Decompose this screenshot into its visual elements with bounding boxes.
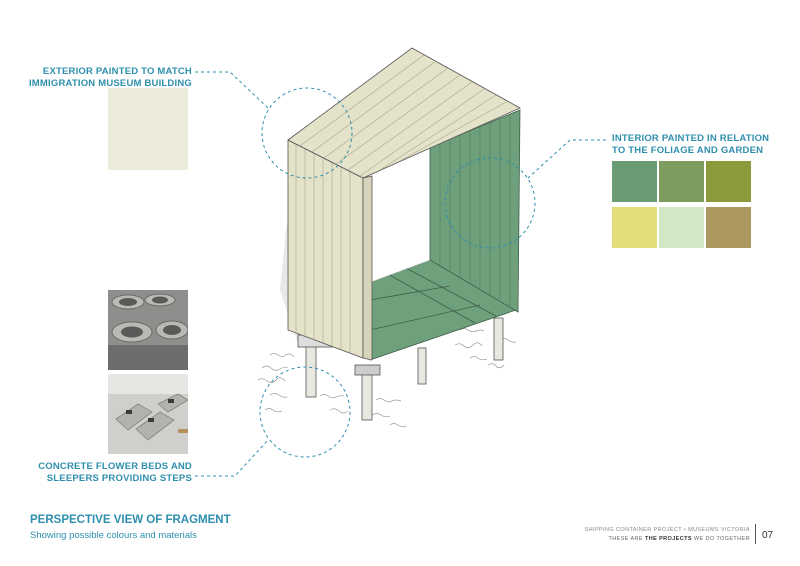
- exterior-label-line2: IMMIGRATION MUSEUM BUILDING: [28, 77, 192, 89]
- interior-color-swatch: [706, 207, 751, 248]
- interior-color-swatch: [659, 161, 704, 202]
- corner-post: [362, 175, 373, 361]
- tagline-suffix: WE DO TOGETHER: [693, 536, 750, 542]
- tagline-bold: THE PROJECTS: [644, 536, 692, 542]
- tagline-prefix: THESE ARE: [608, 536, 644, 542]
- page-subtitle: Showing possible colours and materials: [30, 530, 197, 541]
- interior-color-swatch: [612, 161, 657, 202]
- concrete-sleepers-photo: [108, 374, 188, 454]
- exterior-color-swatch: [108, 88, 188, 170]
- interior-color-swatch: [706, 161, 751, 202]
- callout-leaders: [195, 71, 606, 477]
- concrete-label-line1: CONCRETE FLOWER BEDS AND: [38, 461, 192, 472]
- concrete-label: CONCRETE FLOWER BEDS AND SLEEPERS PROVID…: [20, 461, 192, 484]
- footer-divider: [755, 524, 756, 544]
- tagline: THESE ARE THE PROJECTS WE DO TOGETHER: [609, 536, 750, 542]
- gravel: [257, 328, 517, 428]
- interior-color-swatch: [659, 207, 704, 248]
- interior-color-swatch: [612, 207, 657, 248]
- project-name: SHIPPING CONTAINER PROJECT • MUSEUMS VIC…: [584, 527, 750, 533]
- interior-label-line1: INTERIOR PAINTED IN RELATION: [612, 133, 770, 144]
- page-number: 07: [762, 530, 774, 541]
- interior-label-line2: TO THE FOLIAGE AND GARDEN: [612, 144, 764, 156]
- exterior-label-line1: EXTERIOR PAINTED TO MATCH: [42, 66, 192, 77]
- concrete-rings-photo: [108, 290, 188, 370]
- interior-label: INTERIOR PAINTED IN RELATION TO THE FOLI…: [612, 133, 792, 156]
- concrete-label-line2: SLEEPERS PROVIDING STEPS: [46, 472, 192, 484]
- page-title: PERSPECTIVE VIEW OF FRAGMENT: [30, 514, 231, 526]
- exterior-label: EXTERIOR PAINTED TO MATCH IMMIGRATION MU…: [20, 66, 192, 89]
